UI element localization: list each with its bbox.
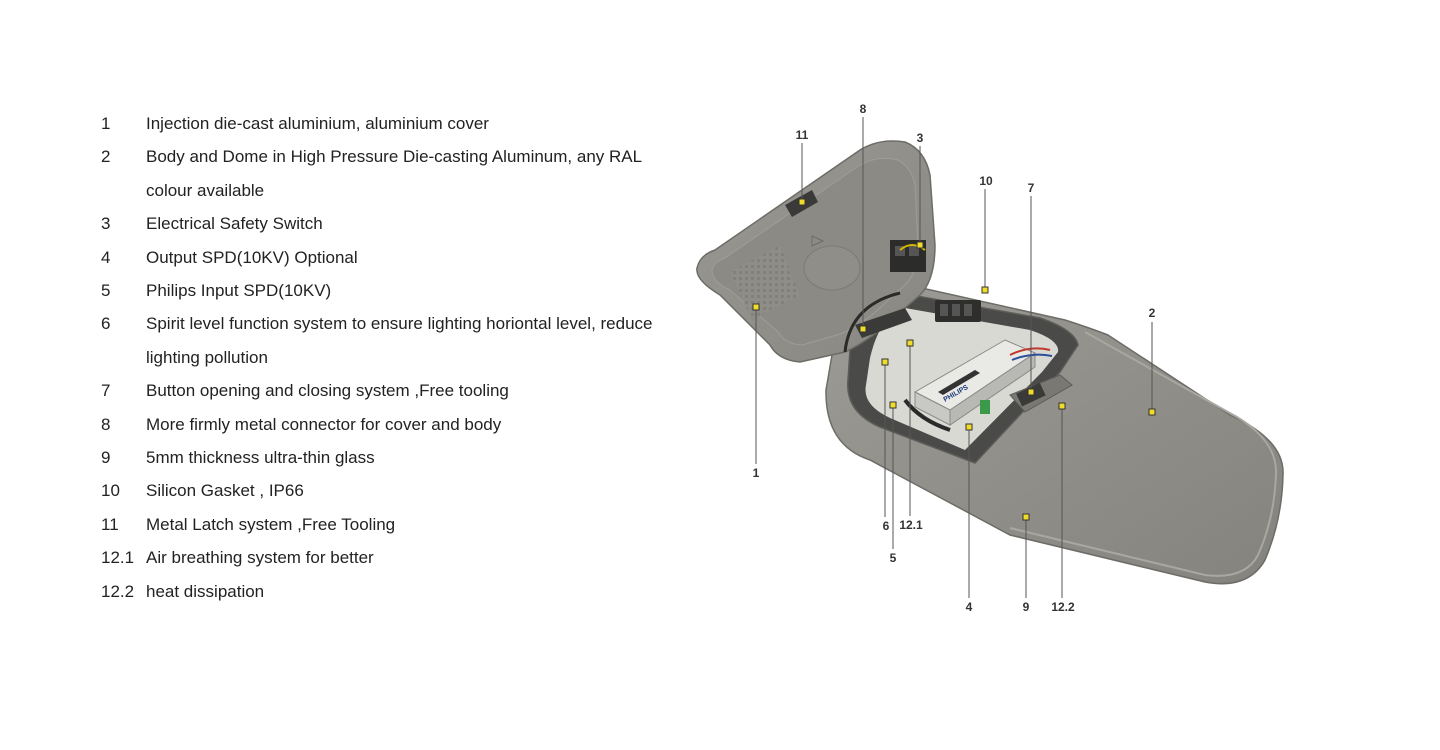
legend-item-7: 7 Button opening and closing system ,Fre…	[101, 374, 661, 407]
legend-item-8: 8 More firmly metal connector for cover …	[101, 408, 661, 441]
callout-10: 10	[979, 174, 993, 188]
legend-number: 7	[101, 381, 111, 401]
legend-text: Body and Dome in High Pressure Die-casti…	[146, 147, 642, 200]
legend-number: 1	[101, 114, 111, 133]
marker-9	[1022, 513, 1030, 521]
callout-8: 8	[860, 102, 867, 116]
legend-item-9: 9 5mm thickness ultra-thin glass	[101, 441, 661, 474]
legend-number: 12.2	[101, 581, 135, 601]
legend-item-5: 5 Philips Input SPD(10KV)	[101, 274, 661, 307]
marker-10	[981, 286, 989, 294]
callout-4: 4	[966, 600, 973, 614]
marker-points	[752, 198, 1156, 521]
legend-item-1: 1 Injection die-cast aluminium, aluminiu…	[101, 107, 661, 140]
marker-1	[752, 303, 760, 311]
callout-2: 2	[1149, 306, 1156, 320]
callout-11: 11	[796, 128, 809, 142]
legend-number: 5	[101, 281, 111, 301]
legend-item-11: 11 Metal Latch system ,Free Tooling	[101, 508, 661, 541]
legend-text: Button opening and closing system ,Free …	[146, 381, 509, 401]
legend-text: Injection die-cast aluminium, aluminium …	[146, 114, 489, 133]
legend-number: 8	[101, 414, 111, 434]
legend-number: 9	[101, 448, 111, 468]
legend-number: 4	[101, 247, 111, 267]
marker-5	[889, 401, 897, 409]
legend-item-2: 2 Body and Dome in High Pressure Die-cas…	[101, 140, 661, 207]
callout-7: 7	[1028, 181, 1035, 195]
legend-item-12-1: 12.1 Air breathing system for better	[101, 541, 661, 574]
marker-12-1	[906, 339, 914, 347]
legend-text: Philips Input SPD(10KV)	[146, 281, 332, 301]
legend-item-12-2: 12.2 heat dissipation	[101, 575, 661, 608]
led-driver: PHILIPS	[913, 339, 1037, 426]
marker-12-2	[1058, 402, 1066, 410]
legend-text: Output SPD(10KV) Optional	[146, 247, 358, 267]
legend-number: 6	[101, 314, 111, 334]
legend-item-6: 6 Spirit level function system to ensure…	[101, 307, 661, 374]
legend-item-4: 4 Output SPD(10KV) Optional	[101, 241, 661, 274]
legend-list: 1 Injection die-cast aluminium, aluminiu…	[101, 107, 661, 608]
callout-12-1: 12.1	[899, 518, 923, 532]
legend-text: Spirit level function system to ensure l…	[146, 314, 653, 367]
callout-3: 3	[917, 131, 924, 145]
marker-6	[881, 358, 889, 366]
legend-text: Electrical Safety Switch	[146, 214, 323, 234]
callout-5: 5	[890, 551, 897, 565]
callout-6: 6	[883, 519, 890, 533]
legend-text: 5mm thickness ultra-thin glass	[146, 448, 375, 468]
callout-12-2: 12.2	[1051, 600, 1075, 614]
legend-text: Air breathing system for better	[146, 548, 374, 568]
callout-9: 9	[1023, 600, 1030, 614]
legend-number: 11	[101, 514, 119, 534]
legend-number: 10	[101, 481, 120, 501]
marker-11	[798, 198, 806, 206]
leader-lines	[755, 117, 1153, 598]
marker-8	[859, 325, 867, 333]
marker-3	[916, 241, 924, 249]
spd-module	[980, 400, 990, 414]
legend-number: 3	[101, 214, 111, 234]
legend-text: Metal Latch system ,Free Tooling	[146, 514, 396, 534]
legend-text: heat dissipation	[146, 581, 265, 601]
marker-7	[1027, 388, 1035, 396]
legend-item-10: 10 Silicon Gasket , IP66	[101, 474, 661, 507]
callout-labels: 1 2 3 4 5 6 7 8 9 10 11 12.1 12.2	[753, 102, 1156, 614]
luminaire-housing: PHILIPS	[825, 281, 1284, 585]
marker-2	[1148, 408, 1156, 416]
legend-text: Silicon Gasket , IP66	[146, 481, 304, 501]
marker-4	[965, 423, 973, 431]
legend-item-3: 3 Electrical Safety Switch	[101, 207, 661, 240]
legend-number: 2	[101, 147, 111, 167]
legend-number: 12.1	[101, 548, 135, 568]
legend-text: More firmly metal connector for cover an…	[146, 414, 502, 434]
callout-1: 1	[753, 466, 760, 480]
hinge-connector	[855, 308, 912, 338]
